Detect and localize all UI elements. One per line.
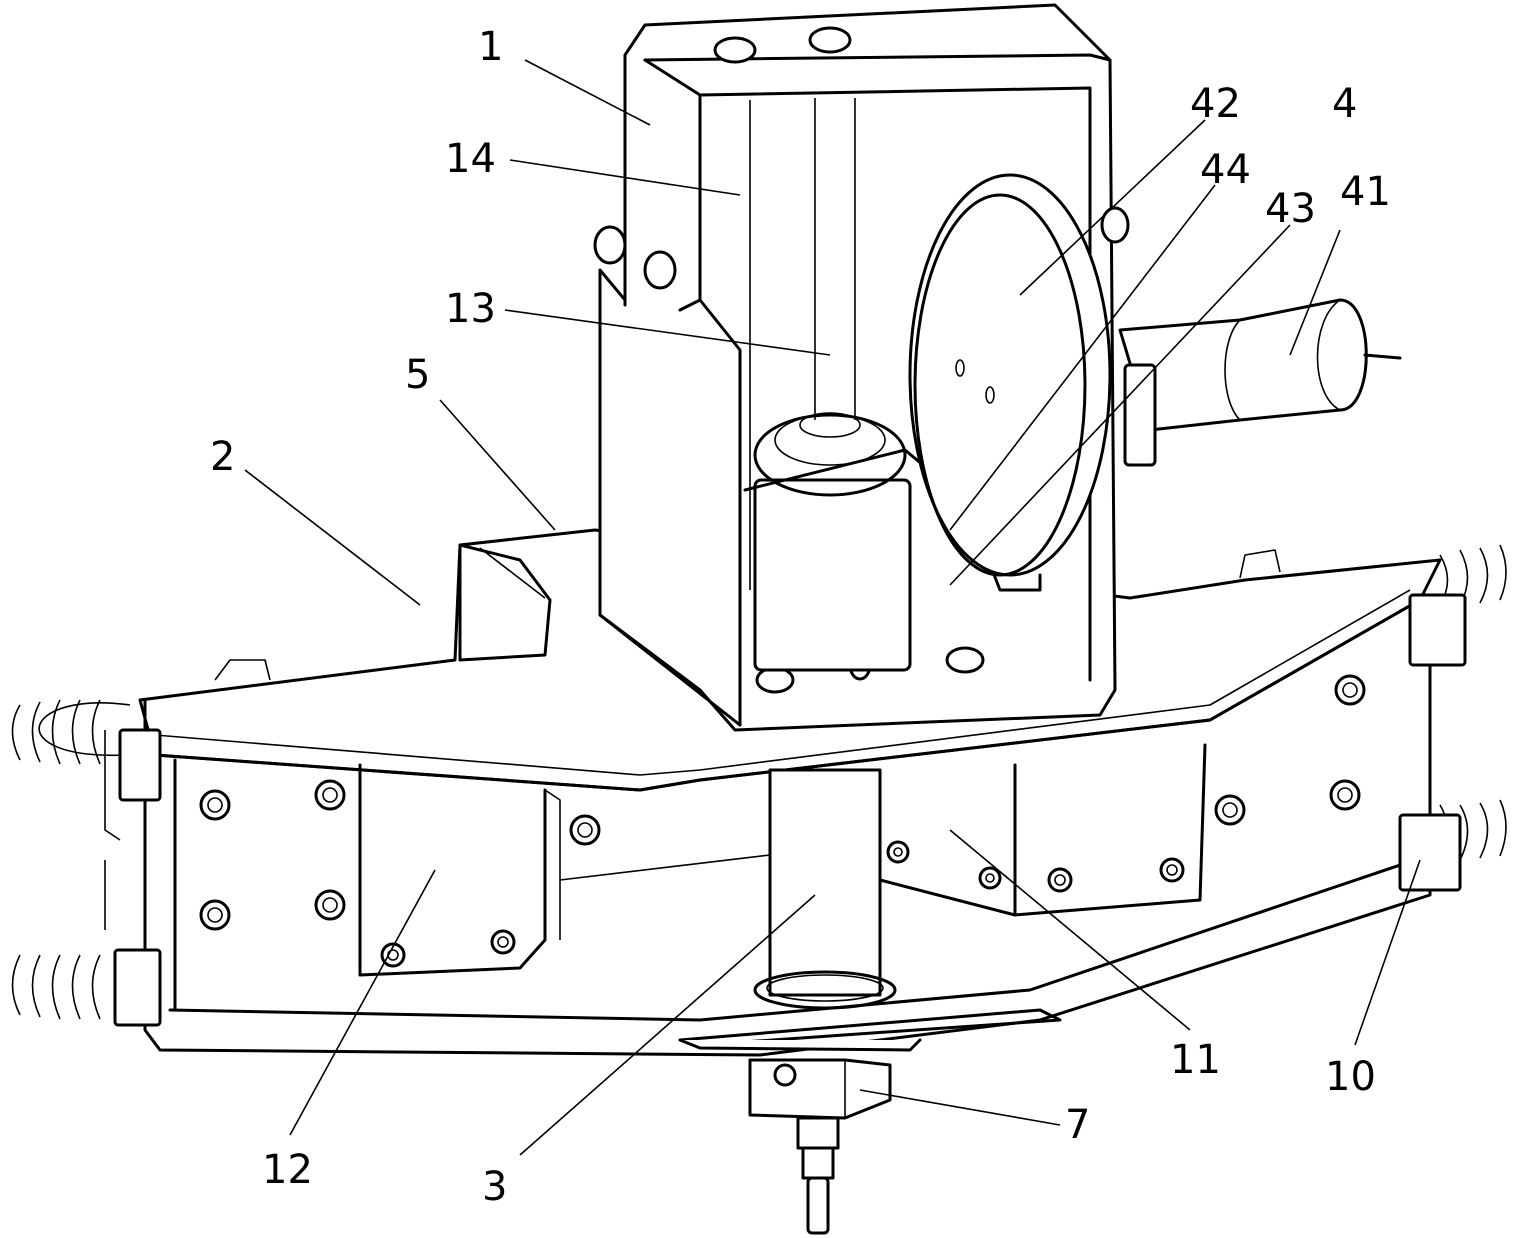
label-42: 42 [1190,81,1241,127]
label-2: 2 [210,434,235,480]
disc-encoder [910,175,1110,575]
label-1: 1 [478,24,503,70]
label-41: 41 [1340,169,1391,215]
label-43: 43 [1265,186,1316,232]
label-12: 12 [262,1147,313,1193]
label-7: 7 [1065,1102,1090,1148]
label-44: 44 [1200,147,1251,193]
label-3: 3 [482,1164,507,1210]
label-14: 14 [445,136,496,182]
label-10: 10 [1325,1054,1376,1100]
label-11: 11 [1170,1037,1221,1083]
central-column [680,770,920,1233]
label-5: 5 [405,352,430,398]
label-4: 4 [1332,81,1357,127]
label-13: 13 [445,286,496,332]
side-motor [1120,300,1400,465]
